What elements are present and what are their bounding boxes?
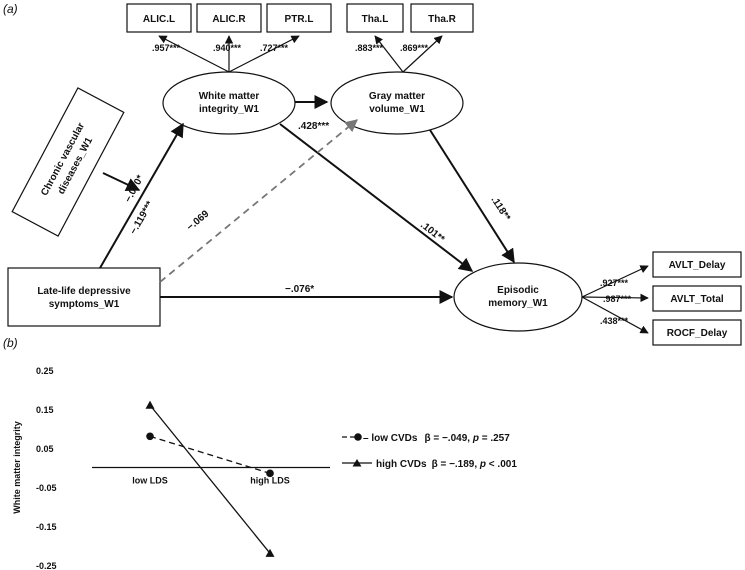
node-lds-line1: Late-life depressive: [37, 286, 131, 297]
node-gm-line1: Gray matter: [369, 91, 425, 102]
legend-circle-icon: [354, 433, 362, 441]
node-tha-r: Tha.R: [410, 3, 474, 33]
node-ptr-l: PTR.L: [266, 3, 332, 33]
coef-cvd-mod: −.070*: [123, 173, 146, 204]
node-ptr-l-label: PTR.L: [285, 14, 314, 25]
coef-ptr-l: .727***: [260, 43, 289, 53]
chart-y-label: White matter integrity: [12, 421, 22, 514]
coef-tha-l: .883***: [355, 43, 384, 53]
node-alic-l: ALIC.L: [126, 3, 192, 33]
node-tha-r-label: Tha.R: [428, 14, 457, 25]
coef-tha-r: .869***: [400, 43, 429, 53]
coef-avlt-total: .987***: [603, 294, 632, 304]
series-line-high-cvds: [149, 404, 271, 554]
y-tick-label: -0.15: [36, 522, 57, 532]
point-high-cvds: [145, 400, 155, 409]
node-episodic-memory: Episodic memory_W1: [453, 262, 583, 332]
y-tick-label: 0.25: [36, 366, 54, 376]
point-low-cvds: [266, 469, 274, 478]
node-rocf-delay-label: ROCF_Delay: [667, 328, 728, 339]
coef-avlt-delay: .927***: [600, 278, 629, 288]
node-avlt-delay-label: AVLT_Delay: [669, 260, 726, 271]
node-tha-l-label: Tha.L: [362, 14, 389, 25]
node-gray-matter: Gray matter volume_W1: [330, 71, 464, 135]
coef-alic-r: .940***: [213, 43, 242, 53]
node-avlt-delay: AVLT_Delay: [652, 251, 742, 278]
node-gm-line2: volume_W1: [369, 104, 425, 115]
node-em-line2: memory_W1: [488, 298, 548, 309]
y-tick-label: 0.15: [36, 405, 54, 415]
panel-b-label: (b): [3, 336, 18, 350]
node-alic-l-label: ALIC.L: [143, 14, 175, 25]
node-lds-line2: symptoms_W1: [49, 299, 120, 310]
y-tick-label: -0.05: [36, 483, 57, 493]
coef-rocf-delay: .438***: [600, 316, 629, 326]
coef-wm-gm: .428***: [298, 121, 329, 132]
node-avlt-total: AVLT_Total: [652, 285, 742, 312]
node-tha-l: Tha.L: [346, 3, 404, 33]
node-avlt-total-label: AVLT_Total: [670, 294, 724, 305]
node-alic-r: ALIC.R: [196, 3, 262, 33]
y-tick-label: -0.25: [36, 561, 57, 570]
node-chronic-vascular: Chronic vascular diseases_W1: [11, 87, 125, 237]
node-wm-line2: integrity_W1: [199, 104, 259, 115]
coef-lds-em: −.076*: [285, 284, 314, 295]
node-alic-r-label: ALIC.R: [212, 14, 246, 25]
coef-alic-l: .957***: [152, 43, 181, 53]
series-line-low-cvds: [149, 435, 271, 474]
loading-arrows-wm: [158, 35, 443, 73]
interaction-chart: White matter integrity 0.25 0.15 0.05 -0.05…: [12, 366, 330, 570]
coef-gm-em: .118**: [488, 195, 512, 223]
point-high-cvds: [265, 548, 275, 557]
panel-a-label: (a): [3, 2, 18, 16]
legend-triangle-icon: [352, 459, 362, 467]
structural-paths: [99, 95, 649, 334]
node-late-life-depressive: Late-life depressive symptoms_W1: [7, 267, 161, 327]
x-category-label: high LDS: [250, 476, 290, 486]
x-category-label: low LDS: [132, 476, 168, 486]
node-em-line1: Episodic: [497, 285, 539, 296]
node-wm-line1: White matter: [199, 91, 260, 102]
coef-lds-gm: −.069: [185, 208, 212, 233]
point-low-cvds: [146, 432, 154, 441]
y-tick-label: 0.05: [36, 444, 54, 454]
node-rocf-delay: ROCF_Delay: [652, 319, 742, 346]
path-lds-gm-dashed: [159, 119, 358, 283]
